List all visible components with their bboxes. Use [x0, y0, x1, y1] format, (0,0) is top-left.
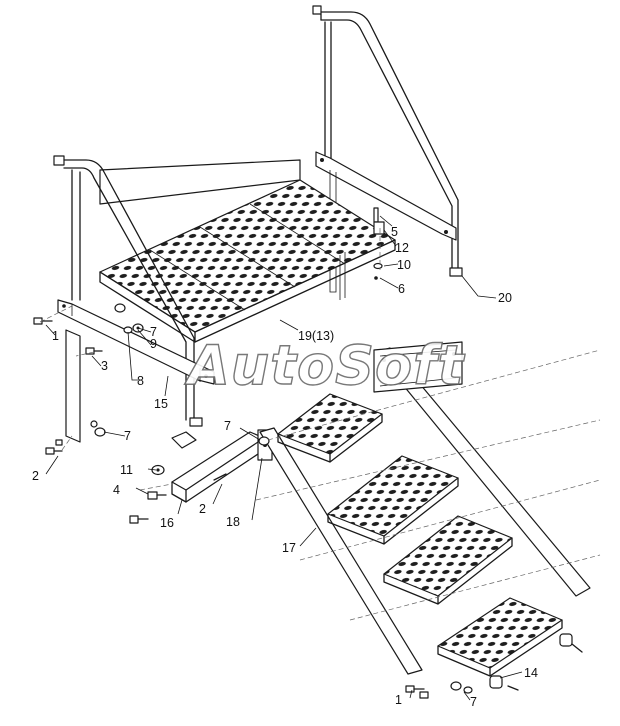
callout-18: 18 — [226, 515, 240, 529]
bolt-2-left — [45, 439, 63, 455]
callout-8: 8 — [137, 374, 144, 388]
nut-7-left — [114, 303, 126, 313]
assembly-lines — [39, 228, 601, 621]
callout-17: 17 — [282, 541, 296, 555]
handrail-cap-left — [53, 155, 65, 166]
callout-7-left: 7 — [124, 429, 131, 443]
callout-2-mid: 2 — [199, 502, 206, 516]
hardware-right — [258, 207, 583, 699]
callout-3: 3 — [101, 359, 108, 373]
callout-12: 12 — [395, 241, 409, 255]
foot-cap-20 — [449, 267, 463, 277]
callout-11: 11 — [120, 463, 133, 477]
stair-stringers — [259, 341, 591, 675]
callout-14: 14 — [524, 666, 538, 680]
callout-7-bottom: 7 — [470, 695, 477, 709]
tread-1 — [277, 393, 383, 463]
leader-lines — [45, 215, 523, 701]
watermark: AutoSoft — [184, 334, 466, 397]
callout-20: 20 — [498, 291, 512, 305]
callout-7-upper: 7 — [150, 325, 157, 339]
callout-9: 9 — [150, 337, 157, 351]
bolt-4 — [147, 491, 167, 500]
callout-15: 15 — [154, 397, 168, 411]
callout-6: 6 — [398, 282, 405, 296]
callout-1-top: 1 — [52, 329, 59, 343]
nut-7-bottom — [450, 681, 473, 694]
callout-10: 10 — [397, 258, 411, 272]
callout-7-mid: 7 — [224, 419, 231, 433]
bolt-1-top — [33, 317, 53, 325]
callout-5: 5 — [391, 225, 398, 239]
tread-4 — [437, 597, 563, 677]
bolt-lower-left — [129, 515, 149, 524]
handrail-cap-top — [312, 5, 322, 15]
cap-14 — [489, 633, 583, 691]
bolt-3 — [85, 347, 103, 355]
nut-7-mid — [258, 436, 270, 446]
washer-10 — [373, 262, 383, 270]
callout-labels: 1 3 7 9 8 15 7 2 19(13) 5 12 10 6 20 7 1… — [32, 225, 538, 709]
callout-4: 4 — [113, 483, 120, 497]
left-handrail-frame — [53, 155, 215, 443]
foot-cap-left — [189, 417, 203, 427]
platform-deck — [99, 159, 396, 343]
tread-3 — [383, 515, 513, 605]
callout-19-13: 19(13) — [298, 329, 334, 343]
pin-5 — [373, 207, 379, 223]
bolt-1-bottom — [405, 685, 429, 699]
spacer-12 — [373, 221, 385, 235]
callout-16: 16 — [160, 516, 174, 530]
nut-7-low — [90, 420, 106, 437]
nut-11 — [151, 464, 165, 476]
pin-6 — [374, 276, 378, 280]
callout-2-left: 2 — [32, 469, 39, 483]
tread-2 — [327, 455, 459, 545]
callout-1-bottom: 1 — [395, 693, 402, 707]
